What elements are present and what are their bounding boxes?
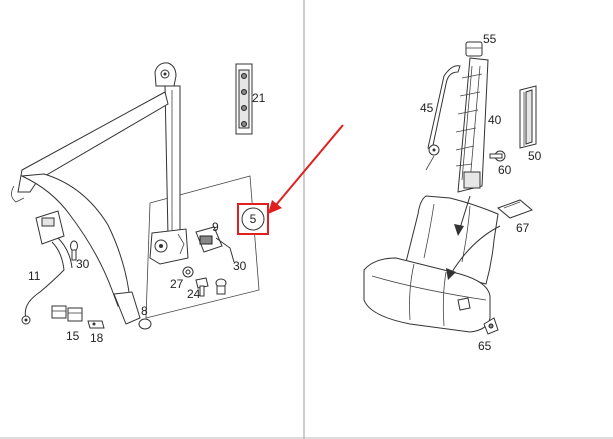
part-pad-67: [497, 199, 533, 219]
callout-15: 15: [66, 329, 80, 343]
callout-18: 18: [90, 331, 104, 345]
callout-40: 40: [488, 113, 502, 127]
callout-55: 55: [483, 32, 497, 46]
part-buckle-11: [21, 210, 73, 325]
part-connector-15: [51, 305, 83, 322]
callout-30-right: 30: [233, 259, 247, 273]
callout-8: 8: [141, 304, 148, 318]
part-rail-21: [235, 63, 253, 135]
part-bolt-30-right: [215, 278, 227, 295]
callout-24: 24: [187, 287, 201, 301]
part-washer-27: [182, 266, 194, 278]
callout-11: 11: [28, 269, 41, 283]
callout-5-circle: [241, 207, 265, 231]
rear-seat: [363, 195, 499, 333]
belt-retractor: [149, 228, 189, 265]
highlight-callout-5[interactable]: 5: [237, 124, 344, 235]
part-frame-40: [455, 57, 489, 193]
mounting-plate: [145, 175, 260, 319]
right-panel-rear-seat: 55 45 40 50 60 67 65: [363, 32, 542, 353]
callout-45: 45: [420, 101, 434, 115]
left-panel-front-seat-belt: 21 11 30 9 30 27 24 8 15 18 5: [11, 62, 344, 345]
callout-67: 67: [516, 221, 530, 235]
callout-50: 50: [528, 149, 542, 163]
part-strap-45: [425, 65, 461, 171]
assembly-arrow: [446, 195, 501, 280]
callout-27: 27: [170, 277, 184, 291]
part-bracket-9: [195, 226, 235, 263]
part-bolt-60: [489, 150, 506, 162]
part-clip-65: [483, 317, 499, 335]
callout-30-left: 30: [76, 257, 90, 271]
callout-21: 21: [252, 91, 266, 105]
upper-belt-anchor: [154, 62, 177, 87]
part-bolt-30-left: [70, 240, 78, 261]
part-cap-55: [465, 41, 483, 57]
callout-60: 60: [498, 163, 512, 177]
part-cover-50: [519, 85, 537, 149]
callout-9: 9: [212, 220, 219, 234]
callout-5: 5: [250, 212, 257, 226]
part-cap-8: [138, 318, 152, 330]
part-bolt-24: [195, 277, 209, 297]
part-clip-18: [87, 320, 105, 329]
callout-65: 65: [478, 339, 492, 353]
belt-vertical-strip: [164, 85, 181, 237]
diagonal-webbing: [11, 91, 169, 325]
